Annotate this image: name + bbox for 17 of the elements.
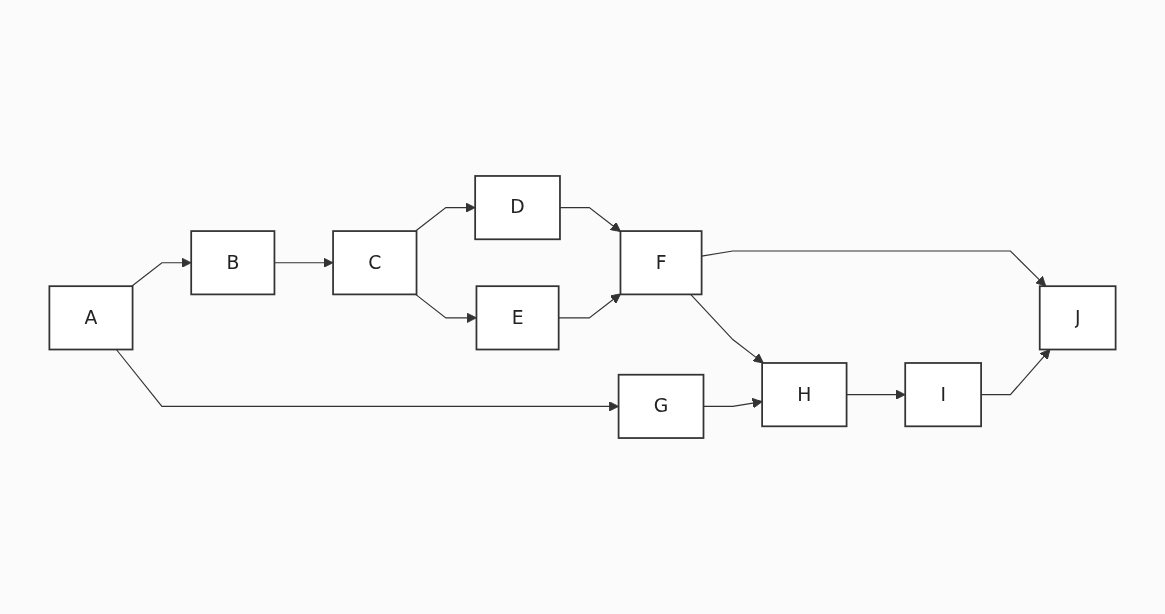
arrow: [690, 293, 764, 364]
arrow: [846, 389, 906, 400]
node-box: H: [761, 362, 848, 428]
arrow: [701, 250, 1047, 287]
node-box: I: [904, 362, 982, 428]
node-box: C: [332, 230, 418, 296]
node-box: G: [617, 373, 705, 439]
node-box: E: [475, 285, 560, 351]
arrow: [558, 293, 621, 319]
arrow: [415, 202, 476, 232]
arrow: [131, 257, 192, 287]
node-box: D: [474, 175, 561, 241]
node-box: F: [619, 230, 703, 296]
arrow: [559, 207, 621, 233]
arrow: [415, 293, 477, 323]
node-box: B: [190, 230, 276, 296]
node-box: A: [48, 285, 134, 351]
